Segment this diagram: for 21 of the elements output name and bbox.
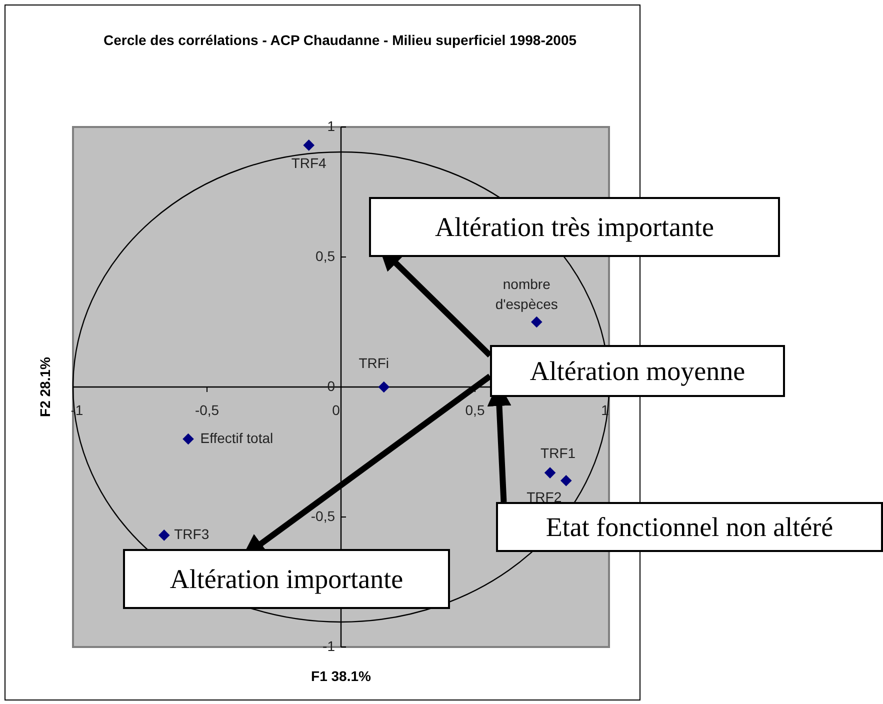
tick-label: -0,5 xyxy=(310,508,335,524)
callout-box: Altération importante xyxy=(123,549,450,609)
point-label: Effectif total xyxy=(200,430,274,446)
callout-box: Altération très importante xyxy=(369,197,780,257)
tick-label: -0,5 xyxy=(194,402,220,418)
callout-box: Altération moyenne xyxy=(490,345,785,397)
point-label: TRF2 xyxy=(526,488,562,505)
point-label: TRF4 xyxy=(291,155,326,172)
point-label: TRF1 xyxy=(540,444,576,461)
point-label: TRFi xyxy=(358,355,390,371)
chart-title: Cercle des corrélations - ACP Chaudanne - Milieu superficiel 1998-2005 xyxy=(102,31,578,50)
point-label: nombre d'espèces xyxy=(494,275,559,314)
point-label: TRF3 xyxy=(174,526,210,542)
tick-label: 0 xyxy=(332,402,340,418)
tick-label: 0,5 xyxy=(465,402,485,418)
axis-title: F2 28.1% xyxy=(37,357,53,417)
tick-label: -1 xyxy=(322,638,335,654)
axis-title: F1 38.1% xyxy=(311,668,371,684)
tick-label: 1 xyxy=(327,118,335,134)
callout-box: Etat fonctionnel non altéré xyxy=(496,502,883,552)
tick-label: 0,5 xyxy=(316,248,335,264)
